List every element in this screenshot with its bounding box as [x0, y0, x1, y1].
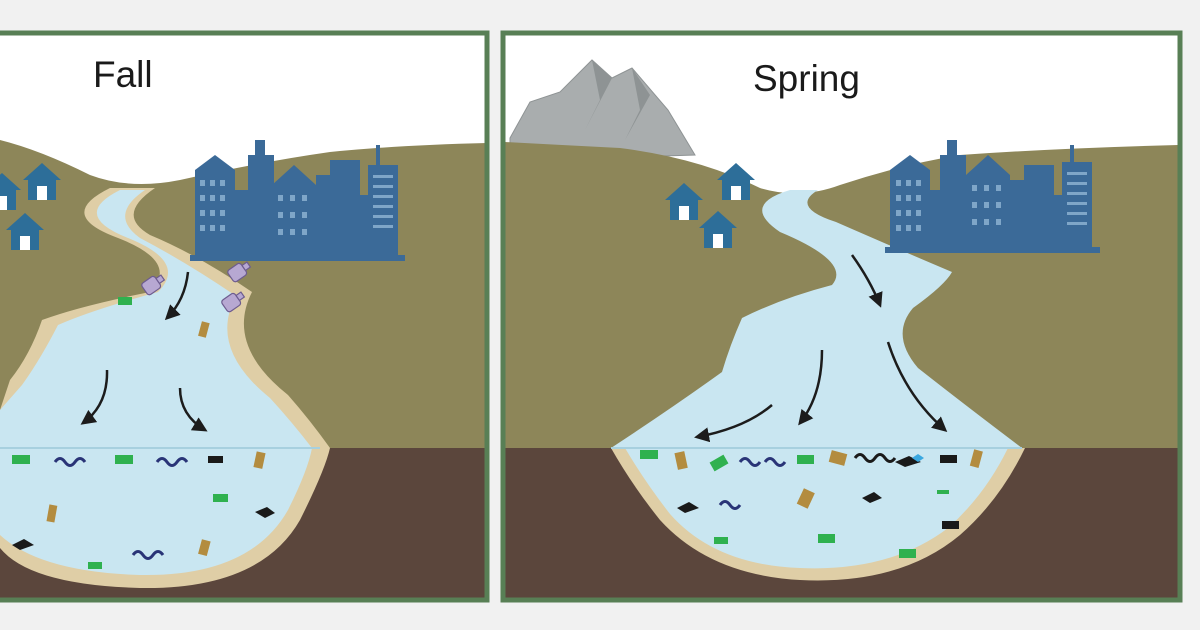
arrow-icon — [178, 387, 208, 432]
river — [611, 190, 1022, 448]
arrow-icon — [80, 369, 109, 425]
fall-title: Fall — [93, 54, 153, 95]
arrow-icon — [850, 254, 883, 308]
spring-title: Spring — [753, 58, 860, 99]
arrow-icon — [886, 341, 948, 432]
spring-panel — [505, 35, 1178, 598]
flow-arrows — [694, 254, 948, 443]
arrow-icon — [694, 404, 773, 443]
building-windows — [200, 175, 393, 235]
mountain-shading — [585, 60, 650, 140]
river — [0, 190, 312, 576]
fall-panel-frame — [0, 30, 490, 603]
arrow-icon — [164, 271, 190, 321]
spring-panel-frame — [500, 30, 1183, 603]
flow-arrows — [80, 271, 208, 432]
arrow-icon — [798, 349, 824, 426]
debris — [12, 297, 275, 569]
building-windows — [896, 172, 1087, 231]
debris — [640, 449, 983, 558]
fall-panel — [0, 35, 487, 598]
